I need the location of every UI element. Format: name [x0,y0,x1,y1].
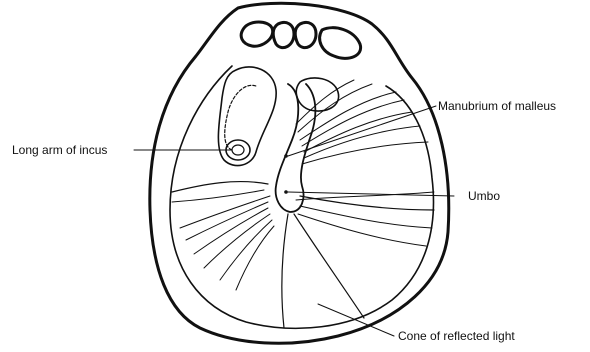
radial-fibers-upper [296,80,428,164]
ossicle-blob-2 [273,22,294,47]
ossicle-blob-1 [241,22,273,46]
manubrium-dot [284,154,288,158]
label-manubrium: Manubrium of malleus [438,99,556,113]
label-umbo: Umbo [468,189,500,203]
incus-tip-inner [232,145,244,155]
short-process [296,78,338,111]
label-cone: Cone of reflected light [398,329,515,343]
ossicle-blob-3 [295,22,316,47]
radial-fibers-right [296,192,434,246]
light-cone-right [294,214,364,318]
light-cone-left [282,214,288,328]
upper-boundary [172,182,268,192]
label-incus: Long arm of incus [12,143,107,157]
umbo-dot [284,190,288,194]
outer-frame [150,3,449,343]
radial-fibers-left [172,190,274,290]
ossicle-blob-4 [320,28,361,59]
